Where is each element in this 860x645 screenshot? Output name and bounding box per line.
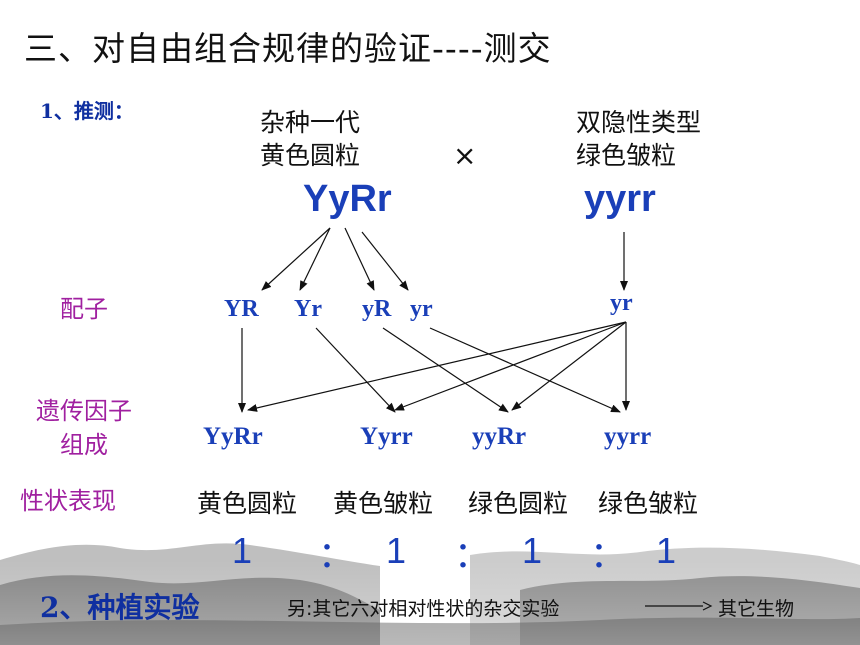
phenotype-yellow-wrinkled: 黄色皱粒 <box>333 489 434 518</box>
note-target: 其它生物 <box>718 598 795 620</box>
arrow-f1-to-Yr <box>299 227 331 291</box>
step-2-label: 2、种植实验 <box>40 591 200 624</box>
ratio-value-1: 1 <box>232 530 253 571</box>
ratio-separator-2: ： <box>454 534 491 575</box>
parent-f1-line1: 杂种一代 <box>260 108 361 137</box>
offspring-YyRr: YyRr <box>203 423 263 450</box>
phenotype-label: 性状表现 <box>20 487 116 515</box>
gamete-YR: YR <box>224 296 259 322</box>
parent-f1-genotype: YyRr <box>303 178 392 220</box>
note-arrow <box>645 601 713 611</box>
phenotype-green-round: 绿色圆粒 <box>468 489 569 518</box>
cross-symbol: × <box>453 139 477 172</box>
arrow-recessive-to-YyRr <box>247 321 627 412</box>
arrow-f1-to-YR <box>261 227 331 291</box>
offspring-yyRr: yyRr <box>472 423 527 450</box>
ratio-value-2: 1 <box>386 530 407 571</box>
ratio-separator-1: ： <box>318 534 355 575</box>
parent-recessive-description: 双隐性类型 绿色皱粒 <box>576 106 701 172</box>
gamete-recessive-yr: yr <box>610 290 633 316</box>
arrow-recessive-to-yyRr <box>511 321 627 411</box>
step-1-label: 1、推测： <box>40 99 134 123</box>
ratio-separator-3: ： <box>590 534 627 575</box>
gamete-yR: yR <box>362 296 392 322</box>
offspring-yyrr: yyrr <box>604 423 652 450</box>
offspring-label-line1: 遗传因子 <box>36 397 132 425</box>
ratio-value-3: 1 <box>522 530 543 571</box>
gametes-label: 配子 <box>60 295 108 323</box>
arrow-f1-to-yR <box>344 227 375 291</box>
note-text: 另:其它六对相对性状的杂交实验 <box>287 598 560 620</box>
arrow-Yr-to-Yyrr <box>315 327 396 413</box>
offspring-label: 遗传因子 组成 <box>36 394 132 462</box>
gamete-yr: yr <box>410 296 433 322</box>
arrow-yr-to-yyrr <box>429 327 621 413</box>
parent-recessive-line1: 双隐性类型 <box>576 108 702 137</box>
offspring-label-line2: 组成 <box>60 431 108 459</box>
phenotype-green-wrinkled: 绿色皱粒 <box>598 489 699 518</box>
gamete-Yr: Yr <box>294 296 322 322</box>
arrow-recessive-to-Yyrr <box>394 321 627 411</box>
arrow-yR-to-yyRr <box>382 327 509 413</box>
offspring-Yyrr: Yyrr <box>360 423 413 450</box>
parent-f1-line2: 黄色圆粒 <box>260 141 361 170</box>
parent-recessive-line2: 绿色皱粒 <box>576 141 677 170</box>
parent-recessive-genotype: yyrr <box>584 178 656 220</box>
ratio-value-4: 1 <box>656 530 677 571</box>
arrow-f1-to-yr <box>361 231 409 291</box>
page-title: 三、对自由组合规律的验证----测交 <box>24 29 552 68</box>
parent-f1-description: 杂种一代 黄色圆粒 <box>260 106 360 172</box>
phenotype-yellow-round: 黄色圆粒 <box>197 489 298 518</box>
